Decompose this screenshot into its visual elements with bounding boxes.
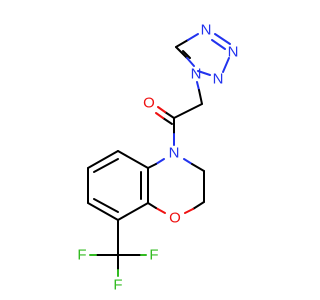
atom-labels: N N N N O N O F F F bbox=[77, 22, 238, 294]
bond-namide-ch2a bbox=[191, 163, 205, 172]
atom-label-tetrazole-n4: N bbox=[191, 66, 202, 83]
atom-label-ring-o: O bbox=[169, 210, 181, 227]
bond-c5-n1-n bbox=[187, 33, 199, 41]
bond-oring-c8a bbox=[147, 202, 157, 209]
atom-label-amide-n: N bbox=[169, 145, 180, 162]
bond-oring-c8a-o bbox=[155, 207, 166, 214]
bond-ch2b-oring bbox=[192, 201, 205, 210]
bond-c-o-a bbox=[164, 111, 175, 119]
atom-label-f-bottom: F bbox=[113, 277, 122, 294]
bond-namide-c4a bbox=[147, 163, 157, 169]
atom-label-tetrazole-n2: N bbox=[228, 44, 239, 61]
bond-c5-c6 bbox=[87, 150, 119, 169]
bond-c-o-b-o bbox=[155, 112, 164, 119]
bond-n3-n4 bbox=[197, 70, 211, 76]
bond-n4-c5 bbox=[175, 46, 188, 59]
bond-c-o-a-o bbox=[157, 106, 166, 113]
bond-c5-c6-inner bbox=[93, 158, 119, 173]
bond-c4a-c5 bbox=[117, 150, 149, 169]
bond-c8-c8a bbox=[117, 202, 149, 221]
bonds bbox=[87, 33, 231, 277]
bond-c7-c8-inner bbox=[93, 198, 119, 213]
bond-n4-ch2-n bbox=[196, 81, 200, 91]
bond-n4-ch2 bbox=[198, 89, 203, 105]
atom-label-tetrazole-n3: N bbox=[213, 71, 224, 88]
bond-c5-n1 bbox=[175, 39, 189, 48]
bond-n1-n2 bbox=[214, 33, 231, 45]
bond-c-o-b bbox=[162, 117, 173, 125]
bond-n4-c5-n bbox=[186, 57, 195, 67]
atom-label-f-top: F bbox=[149, 247, 158, 264]
atom-label-f-left: F bbox=[77, 247, 86, 264]
atom-label-carbonyl-o: O bbox=[143, 95, 155, 112]
bond-n1-n2-inner bbox=[211, 39, 226, 50]
molecule-structure: N N N N O N O F F F bbox=[77, 22, 238, 294]
bond-namide-ch2a-n bbox=[183, 158, 193, 165]
bond-c7-c8 bbox=[87, 202, 119, 221]
bond-namide-c4a-n bbox=[155, 158, 165, 165]
bond-ch2-co bbox=[173, 103, 203, 119]
bond-ch2b-oring-o bbox=[184, 208, 194, 214]
bond-n2-n3 bbox=[222, 57, 230, 73]
bond-n4-c5-double bbox=[182, 50, 191, 59]
atom-label-tetrazole-n1: N bbox=[201, 22, 212, 39]
